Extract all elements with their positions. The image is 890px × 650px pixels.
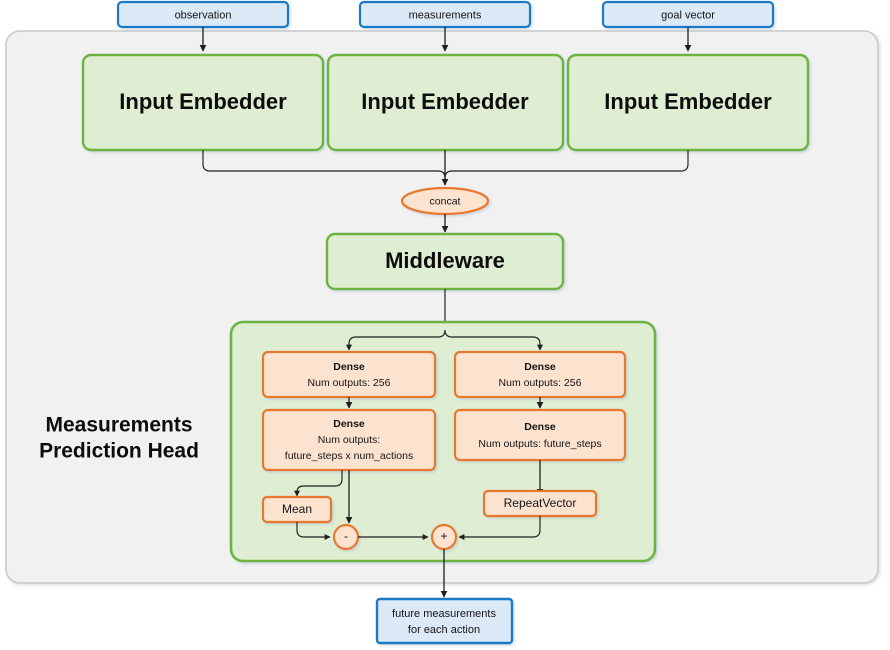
head-label-line1: Measurements (45, 414, 192, 437)
block-dense-right-1-rect[interactable] (453, 350, 627, 399)
block-dense-right-2-rect[interactable] (453, 408, 627, 462)
output-box-future-measurements[interactable]: future measurements for each action (375, 597, 514, 645)
outer-container (5, 30, 879, 584)
block-dense-left-2-sub1: Num outputs: (318, 434, 380, 446)
block-input-embedder-goal-vector-label: Input Embedder (604, 89, 772, 114)
block-dense-left-1-rect[interactable] (261, 350, 437, 399)
block-dense-right-2[interactable]: Dense Num outputs: future_steps (453, 408, 627, 462)
block-dense-right-2-title: Dense (524, 421, 556, 433)
block-input-embedder-measurements[interactable]: Input Embedder (326, 53, 565, 152)
edge-dense-left-2-to-mean (294, 470, 343, 497)
input-box-observation[interactable]: observation (116, 0, 290, 29)
block-dense-left-1-sub1: Num outputs: 256 (308, 377, 391, 389)
block-dense-right-2-sub1: Num outputs: future_steps (478, 438, 601, 450)
input-box-measurements[interactable]: measurements (358, 0, 532, 29)
block-dense-right-1-title: Dense (524, 361, 556, 373)
edge-mean-to-minus (296, 522, 331, 540)
input-box-goal-vector[interactable]: goal vector (601, 0, 775, 29)
input-box-measurements-label: measurements (409, 9, 482, 21)
node-plus-label: + (440, 529, 447, 543)
output-box-rect[interactable] (375, 597, 514, 645)
node-minus[interactable]: - (332, 523, 360, 551)
node-plus[interactable]: + (430, 523, 458, 551)
input-box-observation-label: observation (175, 9, 232, 21)
edge-head-split-left (346, 329, 446, 351)
block-dense-left-2[interactable]: Dense Num outputs: future_steps x num_ac… (261, 408, 437, 472)
node-concat-label: concat (430, 195, 461, 207)
block-input-embedder-observation-label: Input Embedder (119, 89, 287, 114)
block-input-embedder-measurements-label: Input Embedder (361, 89, 529, 114)
block-repeatvector[interactable]: RepeatVector (482, 489, 598, 518)
block-input-embedder-goal-vector[interactable]: Input Embedder (566, 53, 810, 152)
head-label-line2: Prediction Head (39, 440, 199, 463)
edge-repeatvector-to-plus (458, 516, 541, 540)
edge-head-split-right (444, 329, 543, 351)
block-repeatvector-label: RepeatVector (504, 496, 577, 510)
output-box-line1: future measurements (392, 608, 496, 620)
node-minus-label: - (344, 529, 348, 543)
block-mean[interactable]: Mean (261, 495, 333, 524)
block-dense-right-1-sub1: Num outputs: 256 (499, 377, 582, 389)
block-dense-left-1-title: Dense (333, 361, 365, 373)
block-middleware-label: Middleware (385, 248, 505, 273)
input-box-goal-vector-label: goal vector (661, 9, 715, 21)
block-dense-right-1[interactable]: Dense Num outputs: 256 (453, 350, 627, 399)
block-dense-left-2-title: Dense (333, 418, 365, 430)
block-dense-left-2-sub2: future_steps x num_actions (285, 450, 413, 462)
block-mean-label: Mean (282, 502, 312, 516)
block-middleware[interactable]: Middleware (325, 232, 565, 291)
node-concat[interactable]: concat (400, 186, 490, 216)
output-box-line2: for each action (408, 624, 480, 636)
block-input-embedder-observation[interactable]: Input Embedder (81, 53, 325, 152)
block-dense-left-1[interactable]: Dense Num outputs: 256 (261, 350, 437, 399)
